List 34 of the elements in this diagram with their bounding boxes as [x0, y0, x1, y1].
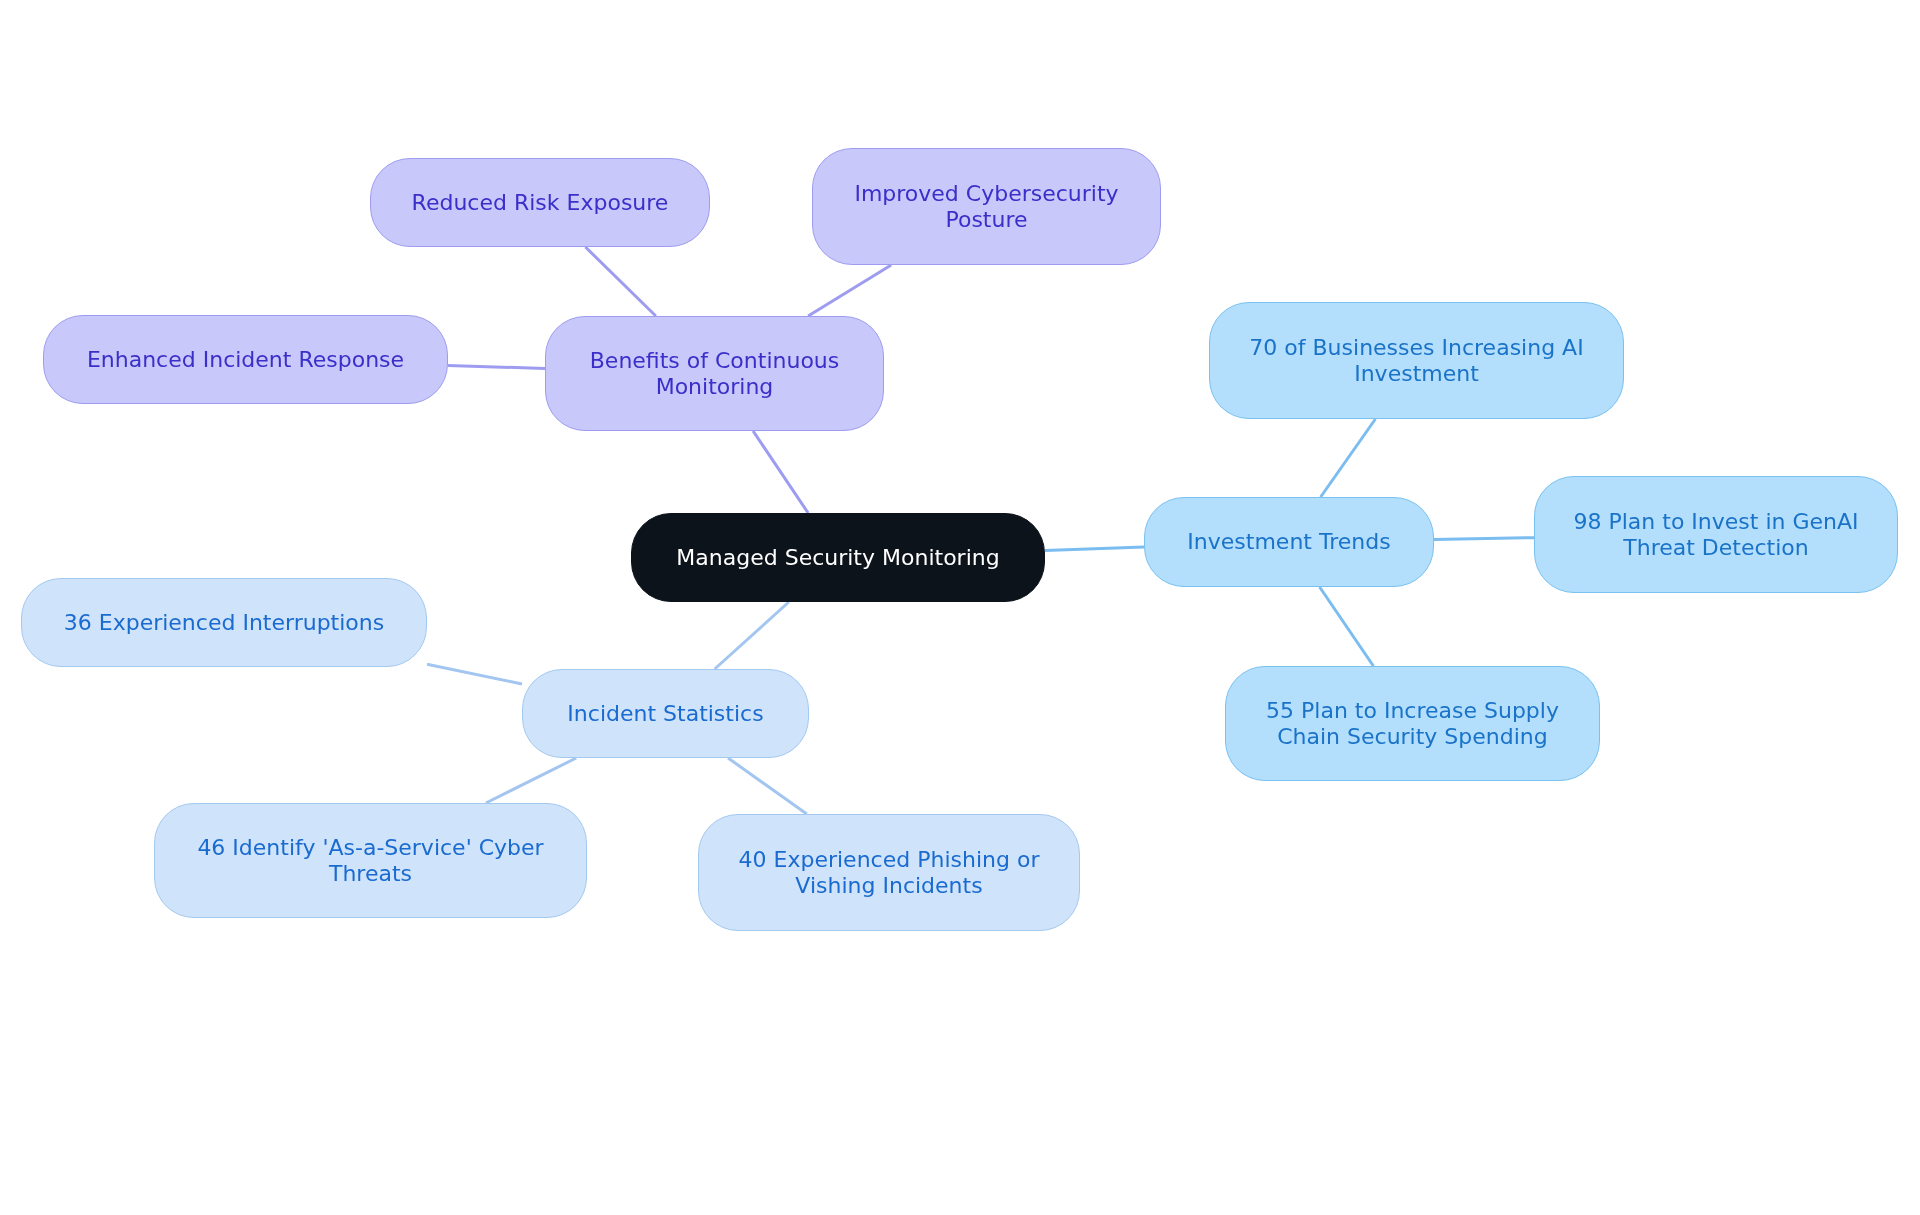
topic-label: Investment Trends: [1187, 529, 1391, 555]
topic-label: Reduced Risk Exposure: [411, 189, 669, 216]
connector-line: [1319, 418, 1377, 498]
topic-box: [1225, 666, 1600, 781]
connector-line: [807, 263, 892, 318]
topic-label: Enhanced Incident Response: [86, 346, 405, 373]
connector-line: [584, 245, 657, 318]
topic-label: 55 Plan to Increase Supply Chain Security Spending: [1265, 697, 1560, 750]
connector-line: [713, 600, 790, 671]
topic-box: [1534, 476, 1898, 593]
topic-label: Managed Security Monitoring: [676, 544, 1000, 571]
topic-label: 46 Identify 'As-a-Service' Cyber Threats: [196, 834, 545, 887]
topic-label: Benefits of Continuous Monitoring: [588, 347, 841, 400]
connector-line: [426, 662, 523, 686]
topic-box: [545, 316, 884, 431]
connector-line: [447, 364, 546, 370]
connector-line: [1044, 545, 1145, 552]
topic-label: 40 Experienced Phishing or Vishing Incidents: [737, 846, 1041, 899]
topic-label: Improved Cybersecurity Posture: [853, 180, 1120, 233]
topic-box: [21, 578, 427, 667]
connector-line: [1318, 586, 1375, 667]
connector-line: [1433, 536, 1535, 541]
connector-line: [485, 756, 577, 805]
topic-label: 98 Plan to Invest in GenAI Threat Detection: [1572, 508, 1860, 561]
topic-box: [698, 814, 1080, 931]
topic-label: 70 of Businesses Increasing AI Investment: [1248, 334, 1585, 387]
connector-line: [751, 430, 810, 514]
connector-line: [727, 756, 808, 816]
topic-box: [154, 803, 587, 918]
topic-box: [812, 148, 1161, 265]
topic-box: [522, 669, 809, 758]
topic-label: 36 Experienced Interruptions: [63, 609, 385, 636]
topic-box: [1209, 302, 1624, 419]
topic-label: Incident Statistics: [567, 700, 764, 727]
